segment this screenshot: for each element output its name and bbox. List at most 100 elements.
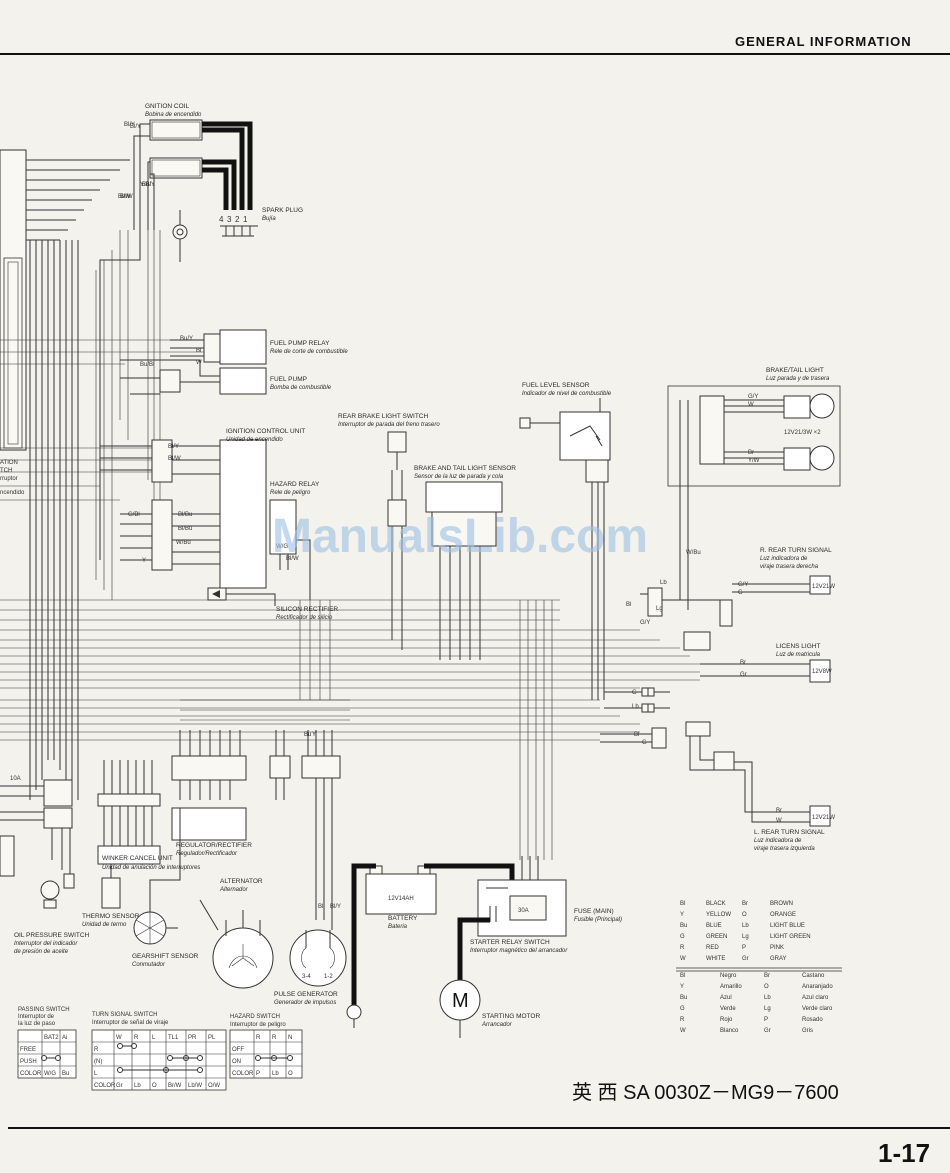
color-code-name: GRAY xyxy=(770,956,787,962)
svg-text:Bl/W: Bl/W xyxy=(118,194,131,200)
color-code-abbr: Gr xyxy=(742,956,749,962)
color-code-abbr-es: G xyxy=(680,1006,685,1012)
wire-label: Bl/Bu xyxy=(178,526,192,532)
color-code-name: PINK xyxy=(770,945,784,951)
fuel-level-sensor xyxy=(519,398,611,700)
color-code-abbr-es: P xyxy=(764,1017,768,1023)
wire-label: Bl xyxy=(634,732,639,738)
battery-label: BATTERY xyxy=(388,915,418,922)
wire-label: Bl/Y xyxy=(330,904,341,910)
battery xyxy=(346,863,515,1028)
wire-label: Bl/W xyxy=(286,556,299,562)
spark-plug-4: 4 xyxy=(219,215,224,224)
color-code-name: WHITE xyxy=(706,956,725,962)
spark-plug-label: SPARK PLUG xyxy=(262,207,303,214)
table-cell: PUSH xyxy=(20,1059,37,1065)
color-code-name-es: Blanco xyxy=(720,1028,739,1034)
color-code-abbr: P xyxy=(742,945,746,951)
starting-motor-symbol: M xyxy=(452,990,469,1012)
color-code-name: LIGHT GREEN xyxy=(770,934,811,940)
color-code-name: YELLOW xyxy=(706,912,731,918)
color-code-abbr-es: Y xyxy=(680,984,684,990)
table-cell: Bu xyxy=(62,1071,69,1077)
fuel-pump-label: FUEL PUMP xyxy=(270,376,307,383)
color-code-abbr: O xyxy=(742,912,747,918)
color-code-name-es: Rosado xyxy=(802,1017,823,1023)
rear-brake-switch-label-es: Interruptor de parada del freno trasero xyxy=(338,422,440,428)
table-cell: (N) xyxy=(94,1059,102,1065)
brake-tail-light-rating: 12V21/3W ×2 xyxy=(784,430,821,436)
passing-switch-title-es2: la luz de paso xyxy=(18,1021,56,1027)
fuel-pump-relay-label-es: Rele de corte de combustible xyxy=(270,349,348,355)
l-rear-turn-label-es1: Luz indicadora de xyxy=(754,838,802,844)
ignition-coil-label: GNITION COIL xyxy=(145,103,189,110)
starting-motor xyxy=(439,979,481,1038)
regulator-rectifier xyxy=(171,730,247,841)
wire-label: Gr xyxy=(740,672,747,678)
r-rear-turn-label: R. REAR TURN SIGNAL xyxy=(760,547,832,554)
wire-label: G xyxy=(738,590,743,596)
rear-brake-switch-label: REAR BRAKE LIGHT SWITCH xyxy=(338,413,428,420)
silicon-rectifier-label-es: Rectificador de silicio xyxy=(276,615,333,621)
table-header-cell: R xyxy=(272,1035,277,1041)
table-header-cell: Ai xyxy=(62,1035,67,1041)
wire-label: Bl/Bu xyxy=(178,512,192,518)
rear-connectors xyxy=(600,687,735,771)
l-rear-turn-signal xyxy=(734,761,831,827)
left-label-4: ncendido xyxy=(0,490,25,496)
winker-cancel-label: WINKER CANCEL UNIT xyxy=(102,855,173,862)
table-cell: Lb xyxy=(134,1083,141,1089)
icu-label: IGNITION CONTROL UNIT xyxy=(226,428,305,435)
thermo-sensor xyxy=(101,864,121,909)
color-code-name-es: Gris xyxy=(802,1028,813,1034)
watermark: ManualsLib.com xyxy=(272,510,648,563)
color-code-name-es: Amarillo xyxy=(720,984,742,990)
gearshift-sensor xyxy=(133,808,181,945)
color-code-abbr: R xyxy=(680,945,685,951)
table-header-cell: R xyxy=(256,1035,261,1041)
fuel-pump xyxy=(120,359,267,395)
color-code-abbr: Bu xyxy=(680,923,687,929)
brake-tail-light-label: BRAKE/TAIL LIGHT xyxy=(766,367,824,374)
winker-cancel-unit xyxy=(97,760,161,865)
color-code-abbr: Br xyxy=(742,901,748,907)
wire-label: Bu xyxy=(304,732,311,738)
l-rear-turn-label-es2: viraje trasera izquierda xyxy=(754,846,815,852)
table-cell: ON xyxy=(232,1059,241,1065)
icu-label-es: Unidad de encendido xyxy=(226,437,283,443)
oil-pressure-label-es1: Interruptor del indicador xyxy=(14,941,78,947)
table-header-cell: BAT2 xyxy=(44,1035,59,1041)
table-header-cell: PL xyxy=(208,1035,216,1041)
brake-tail-light-label-es: Luz parada y de trasera xyxy=(766,376,830,382)
spark-plug-3: 3 xyxy=(227,215,232,224)
pulse-gen-label: PULSE GENERATOR xyxy=(274,991,338,998)
color-code-abbr-es: Bl xyxy=(680,973,685,979)
brake-tail-light xyxy=(667,385,841,610)
wire-label: Bl xyxy=(196,348,201,354)
table-cell: O/W xyxy=(208,1083,220,1089)
wire-label: W xyxy=(776,818,782,824)
wire-label: Y xyxy=(312,732,316,738)
spark-plug-1: 1 xyxy=(243,215,248,224)
license-light-label-es: Luz de matricula xyxy=(776,652,821,658)
color-code-abbr-es: Br xyxy=(764,973,770,979)
license-light xyxy=(683,631,831,683)
table-cell: FREE xyxy=(20,1047,36,1053)
color-code-name-es: Azul claro xyxy=(802,995,829,1001)
fuse-10a: 10A xyxy=(10,776,21,782)
color-code-abbr: Lb xyxy=(742,923,749,929)
fuel-pump-relay xyxy=(170,329,267,365)
wire-label: Br xyxy=(776,808,782,814)
wire-label: Br xyxy=(748,450,754,456)
starter-relay-switch xyxy=(457,856,567,1000)
color-code-name: BLUE xyxy=(706,923,722,929)
turn-signal-switch-title: TURN SIGNAL SWITCH xyxy=(92,1012,157,1018)
alternator-label: ALTERNATOR xyxy=(220,878,263,885)
color-code-abbr: W xyxy=(680,956,686,962)
battery-label-es: Bateria xyxy=(388,924,408,930)
page-number: 1-17 xyxy=(878,1138,930,1168)
color-code-name: GREEN xyxy=(706,934,727,940)
thermo-sensor-label-es: Unidad de termo xyxy=(82,922,127,928)
